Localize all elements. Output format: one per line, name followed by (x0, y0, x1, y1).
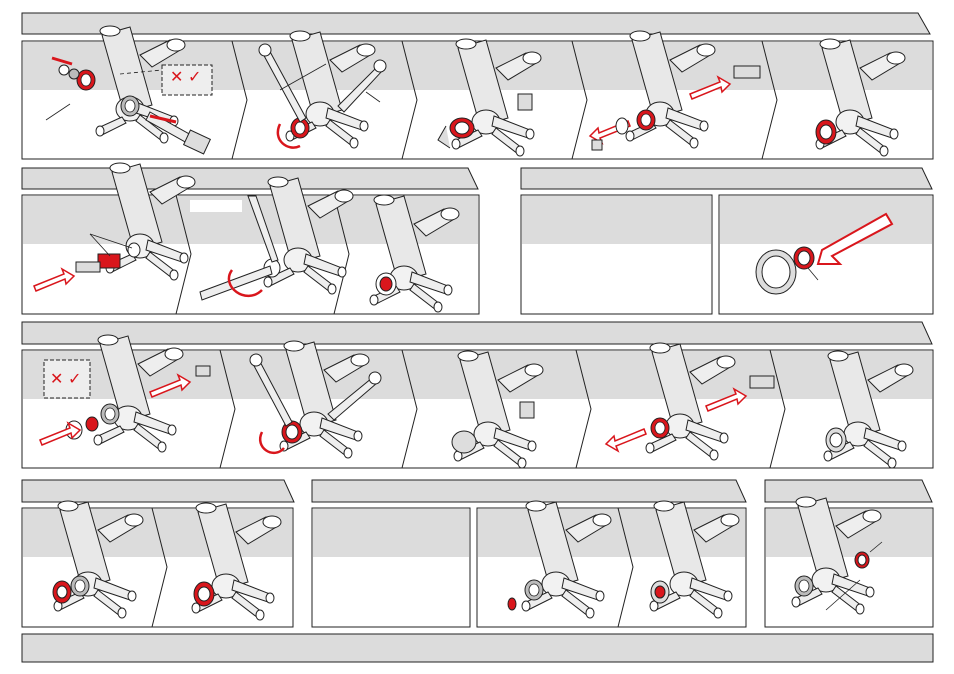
blank-label (190, 200, 242, 212)
section-header-bar (22, 480, 294, 502)
section-header-bar (521, 168, 932, 189)
section-header-bar (312, 480, 746, 502)
check-icon: ✓ (188, 67, 201, 86)
section-header-bar (765, 480, 932, 502)
section-band (720, 196, 932, 244)
check-icon: ✓ (68, 369, 81, 388)
section-band (313, 509, 469, 557)
cross-icon: ✕ (50, 369, 63, 388)
section-band (522, 196, 711, 244)
cross-icon: ✕ (170, 67, 183, 86)
section-header-bar (22, 322, 932, 344)
section-header-bar (22, 13, 930, 34)
footer-bar (22, 634, 933, 662)
section-header-bar (22, 168, 478, 189)
